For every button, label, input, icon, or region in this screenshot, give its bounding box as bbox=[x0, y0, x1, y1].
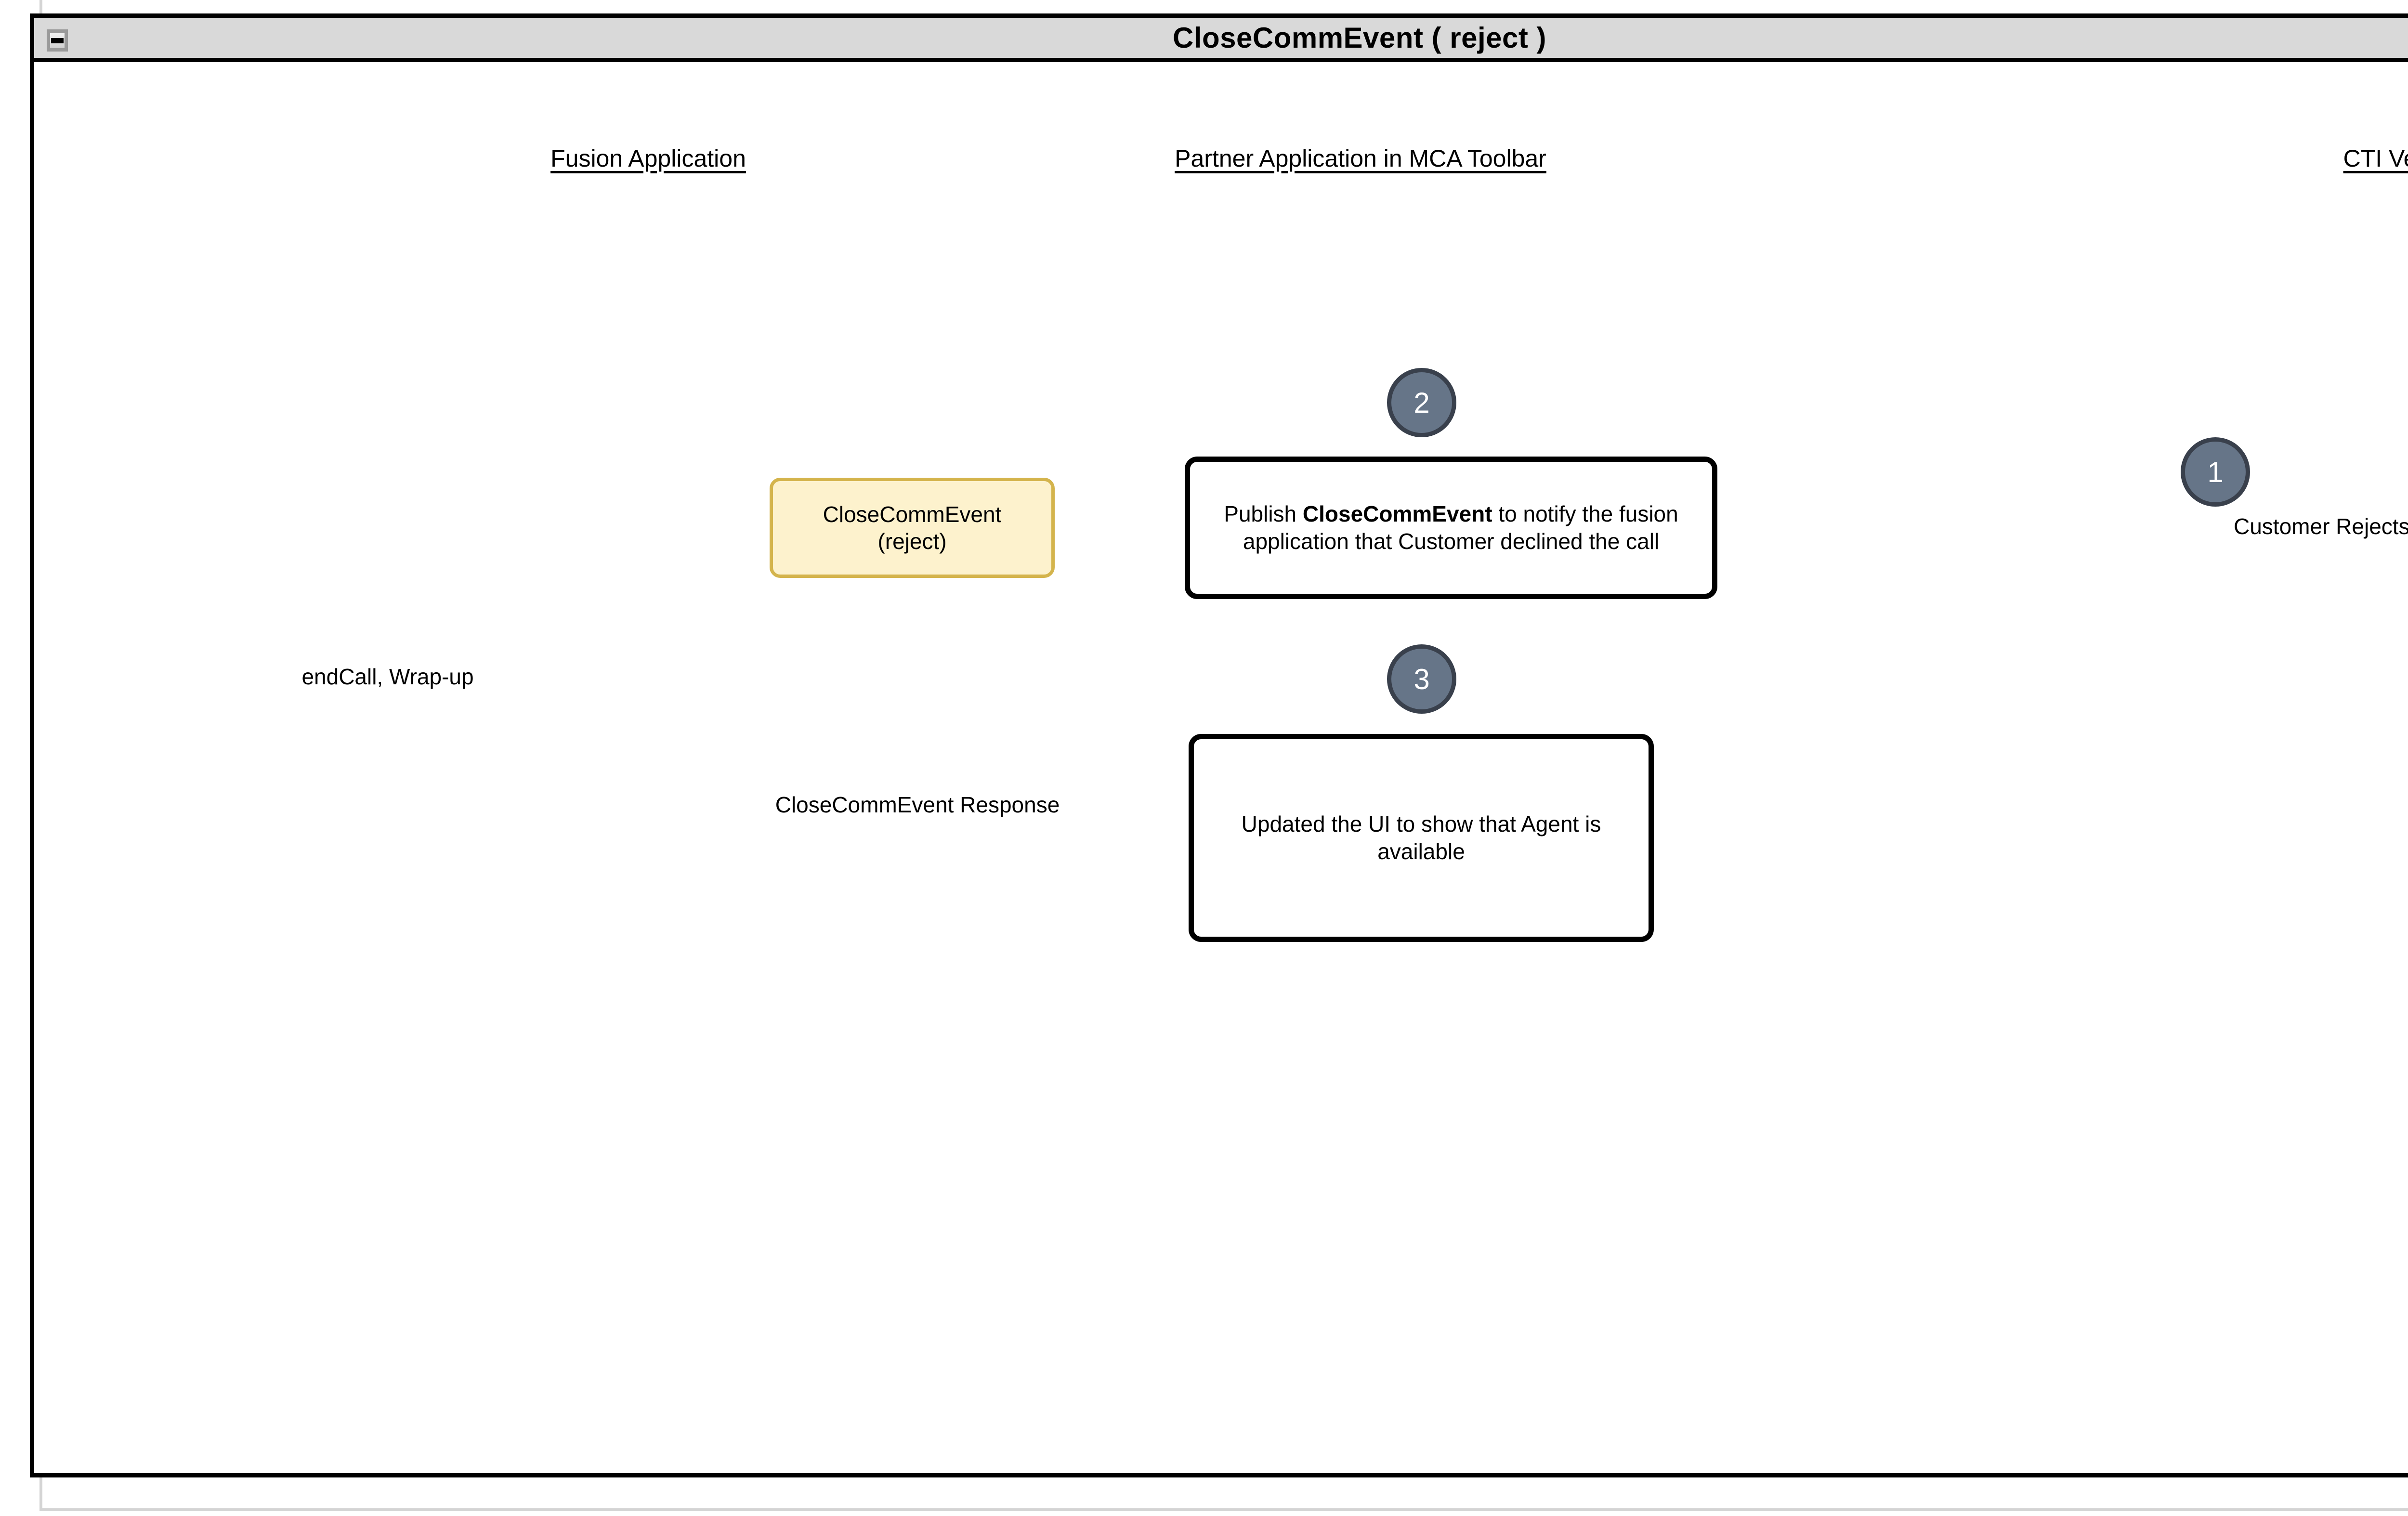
step-badge-3: 3 bbox=[1387, 644, 1456, 714]
lifeline-header-cti: CTI Vendor bbox=[2343, 145, 2408, 172]
minus-glyph bbox=[51, 38, 64, 43]
lifeline-header-partner: Partner Application in MCA Toolbar bbox=[1175, 145, 1546, 172]
note-line-1: CloseCommEvent bbox=[823, 501, 1002, 527]
minus-icon[interactable] bbox=[47, 29, 68, 52]
activity-text-suffix: to notify the fusion application that Cu… bbox=[1243, 501, 1678, 554]
message-label-close-comm-event-response: CloseCommEvent Response bbox=[775, 792, 1060, 817]
page-title: CloseCommEvent ( reject ) bbox=[1172, 22, 1547, 54]
activity-box-update-agent-available: Updated the UI to show that Agent is ava… bbox=[1189, 734, 1654, 942]
lifeline-header-fusion: Fusion Application bbox=[550, 145, 746, 172]
message-label-endcall-wrapup: endCall, Wrap-up bbox=[301, 664, 474, 689]
activity-text-prefix: Publish bbox=[1224, 501, 1303, 526]
step-badge-1: 1 bbox=[2181, 437, 2250, 507]
activity-text-bold: CloseCommEvent bbox=[1302, 501, 1492, 526]
step-badge-2: 2 bbox=[1387, 368, 1456, 437]
frame-title-bar: CloseCommEvent ( reject ) bbox=[34, 18, 2408, 62]
message-label-customer-rejects: Customer Rejects the Call bbox=[2234, 514, 2408, 539]
note-line-2: (reject) bbox=[877, 529, 947, 554]
activity-box-publish-close-comm-event: Publish CloseCommEvent to notify the fus… bbox=[1185, 457, 1717, 599]
note-close-comm-event: CloseCommEvent (reject) bbox=[770, 478, 1055, 578]
activity-text-update: Updated the UI to show that Agent is ava… bbox=[1241, 811, 1601, 864]
